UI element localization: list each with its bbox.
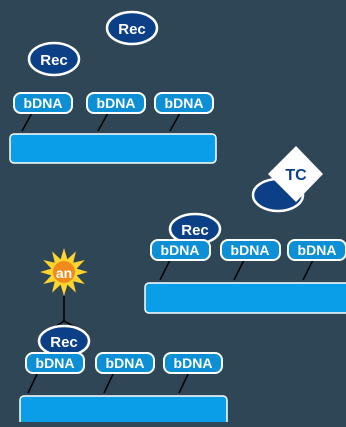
bdna-label: bDNA xyxy=(161,242,200,258)
an-label: an xyxy=(56,265,72,281)
connector-lines-bottom xyxy=(27,371,190,394)
bdna-tag-bottom-3: bDNA xyxy=(163,352,223,374)
bdna-label: bDNA xyxy=(231,242,270,258)
bdna-label: bDNA xyxy=(24,95,63,111)
bdna-tag-bottom-2: bDNA xyxy=(95,352,155,374)
bdna-tag-middle-1: bDNA xyxy=(150,239,211,261)
bdna-tag-top-3: bDNA xyxy=(154,92,214,114)
connector-lines-middle xyxy=(159,259,314,281)
sunburst-an-icon: an xyxy=(40,248,88,296)
surface-strip-bottom xyxy=(19,395,228,427)
rec-ellipse-bound-bottom: Rec xyxy=(37,324,91,358)
bdna-label: bDNA xyxy=(97,95,136,111)
bdna-label: bDNA xyxy=(106,355,145,371)
connector-lines-top xyxy=(21,112,181,132)
bdna-label: bDNA xyxy=(298,242,337,258)
tc-marker: TC xyxy=(251,146,323,213)
bdna-tag-bottom-1: bDNA xyxy=(25,352,85,374)
bdna-tag-top-2: bDNA xyxy=(86,92,146,114)
rec-ellipse-floating-left: Rec xyxy=(27,41,81,77)
bdna-label: bDNA xyxy=(36,355,75,371)
rec-label: Rec xyxy=(40,52,68,69)
rec-ellipse-floating-top: Rec xyxy=(105,10,159,46)
bdna-tag-middle-3: bDNA xyxy=(287,239,346,261)
bdna-label: bDNA xyxy=(165,95,204,111)
rec-label: Rec xyxy=(118,21,146,38)
surface-strip-middle xyxy=(144,282,346,314)
tc-label: TC xyxy=(285,167,307,184)
bdna-tag-top-1: bDNA xyxy=(13,92,73,114)
rec-label: Rec xyxy=(181,222,209,239)
bdna-tag-middle-2: bDNA xyxy=(220,239,281,261)
surface-strip-top xyxy=(9,133,217,164)
bdna-label: bDNA xyxy=(174,355,213,371)
rec-label: Rec xyxy=(50,334,78,351)
